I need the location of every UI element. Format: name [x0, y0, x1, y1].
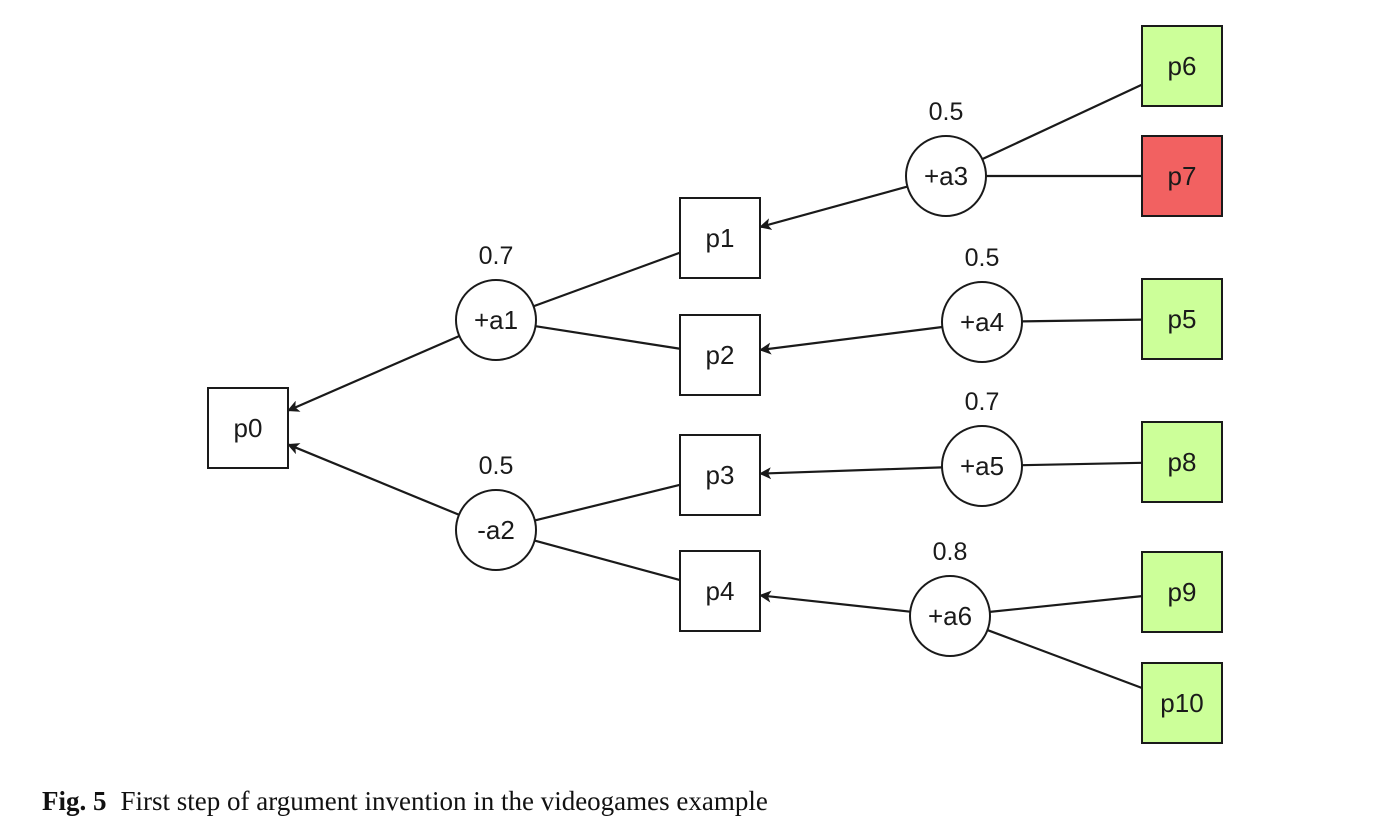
argument-label-a2: -a2: [477, 515, 515, 545]
edge-p1-to-a1: [533, 251, 681, 308]
argument-weight-a6: 0.8: [933, 538, 968, 566]
proposition-p7: p7: [1141, 135, 1223, 217]
proposition-box-p2: [679, 314, 761, 396]
proposition-box-p1: [679, 197, 761, 279]
caption-text: First step of argument invention in the …: [120, 786, 768, 816]
edge-p2-to-a1: [535, 325, 681, 350]
argument-a6: +a6 0.8: [909, 538, 991, 657]
proposition-box-p9: [1141, 551, 1223, 633]
argument-weight-a5: 0.7: [965, 388, 1000, 416]
argument-a2: -a2 0.5: [455, 452, 537, 571]
proposition-label-p9: p9: [1168, 577, 1197, 607]
proposition-box-p10: [1141, 662, 1223, 744]
argument-label-a4: +a4: [960, 307, 1004, 337]
argument-weight-a3: 0.5: [929, 98, 964, 126]
argument-label-a1: +a1: [474, 305, 518, 335]
proposition-box-p0: [207, 387, 289, 469]
edge-p3-to-a2: [534, 483, 681, 522]
proposition-p1: p1: [679, 197, 761, 279]
proposition-label-p7: p7: [1168, 161, 1197, 191]
proposition-box-p6: [1141, 25, 1223, 107]
edge-a5-to-p3: [759, 466, 943, 480]
proposition-label-p5: p5: [1168, 304, 1197, 334]
argument-weight-a1: 0.7: [479, 242, 514, 270]
proposition-p9: p9: [1141, 551, 1223, 633]
argument-label-a3: +a3: [924, 161, 968, 191]
proposition-label-p2: p2: [706, 340, 735, 370]
proposition-p6: p6: [1141, 25, 1223, 107]
proposition-p10: p10: [1141, 662, 1223, 744]
proposition-label-p0: p0: [234, 413, 263, 443]
proposition-box-p8: [1141, 421, 1223, 503]
argument-tree-diagram: p0 p1 p2 p3 p4 p5 p6 p7 p8 p9 p10 +a1 0.7 -a2 0.5 +a3 0.…: [207, 25, 1223, 744]
edge-a6-to-p4: [759, 590, 911, 613]
edge-p6-to-a3: [981, 83, 1143, 161]
argument-circle-a6: [909, 575, 991, 657]
argument-circle-a1: [455, 279, 537, 361]
argument-a5: +a5 0.7: [941, 388, 1023, 507]
argument-a1: +a1 0.7: [455, 242, 537, 361]
proposition-box-p4: [679, 550, 761, 632]
argument-circle-a3: [905, 135, 987, 217]
edge-p10-to-a6: [987, 629, 1143, 690]
argument-circle-a2: [455, 489, 537, 571]
proposition-label-p4: p4: [706, 576, 735, 606]
proposition-label-p6: p6: [1168, 51, 1197, 81]
proposition-box-p7: [1141, 135, 1223, 217]
proposition-label-p1: p1: [706, 223, 735, 253]
proposition-p3: p3: [679, 434, 761, 516]
edge-p8-to-a5: [1021, 461, 1143, 467]
figure-caption: Fig. 5 First step of argument invention i…: [42, 786, 768, 817]
proposition-label-p10: p10: [1160, 688, 1203, 718]
argument-label-a6: +a6: [928, 601, 972, 631]
figure-number: Fig. 5: [42, 786, 107, 816]
edge-p9-to-a6: [989, 595, 1143, 613]
argument-a4: +a4 0.5: [941, 244, 1023, 363]
proposition-p4: p4: [679, 550, 761, 632]
argument-weight-a4: 0.5: [965, 244, 1000, 272]
edge-p4-to-a2: [534, 539, 681, 582]
proposition-p0: p0: [207, 387, 289, 469]
proposition-label-p3: p3: [706, 460, 735, 490]
argument-circle-a5: [941, 425, 1023, 507]
argument-label-a5: +a5: [960, 451, 1004, 481]
proposition-box-p3: [679, 434, 761, 516]
proposition-p2: p2: [679, 314, 761, 396]
proposition-label-p8: p8: [1168, 447, 1197, 477]
edge-a3-to-p1: [759, 185, 908, 230]
argument-circle-a4: [941, 281, 1023, 363]
argument-a3: +a3 0.5: [905, 98, 987, 217]
proposition-p8: p8: [1141, 421, 1223, 503]
edge-a2-to-p0: [287, 443, 460, 516]
edge-p5-to-a4: [1021, 318, 1143, 323]
proposition-p5: p5: [1141, 278, 1223, 360]
edge-a1-to-p0: [287, 334, 460, 412]
edge-a4-to-p2: [759, 325, 943, 355]
argument-weight-a2: 0.5: [479, 452, 514, 480]
proposition-box-p5: [1141, 278, 1223, 360]
